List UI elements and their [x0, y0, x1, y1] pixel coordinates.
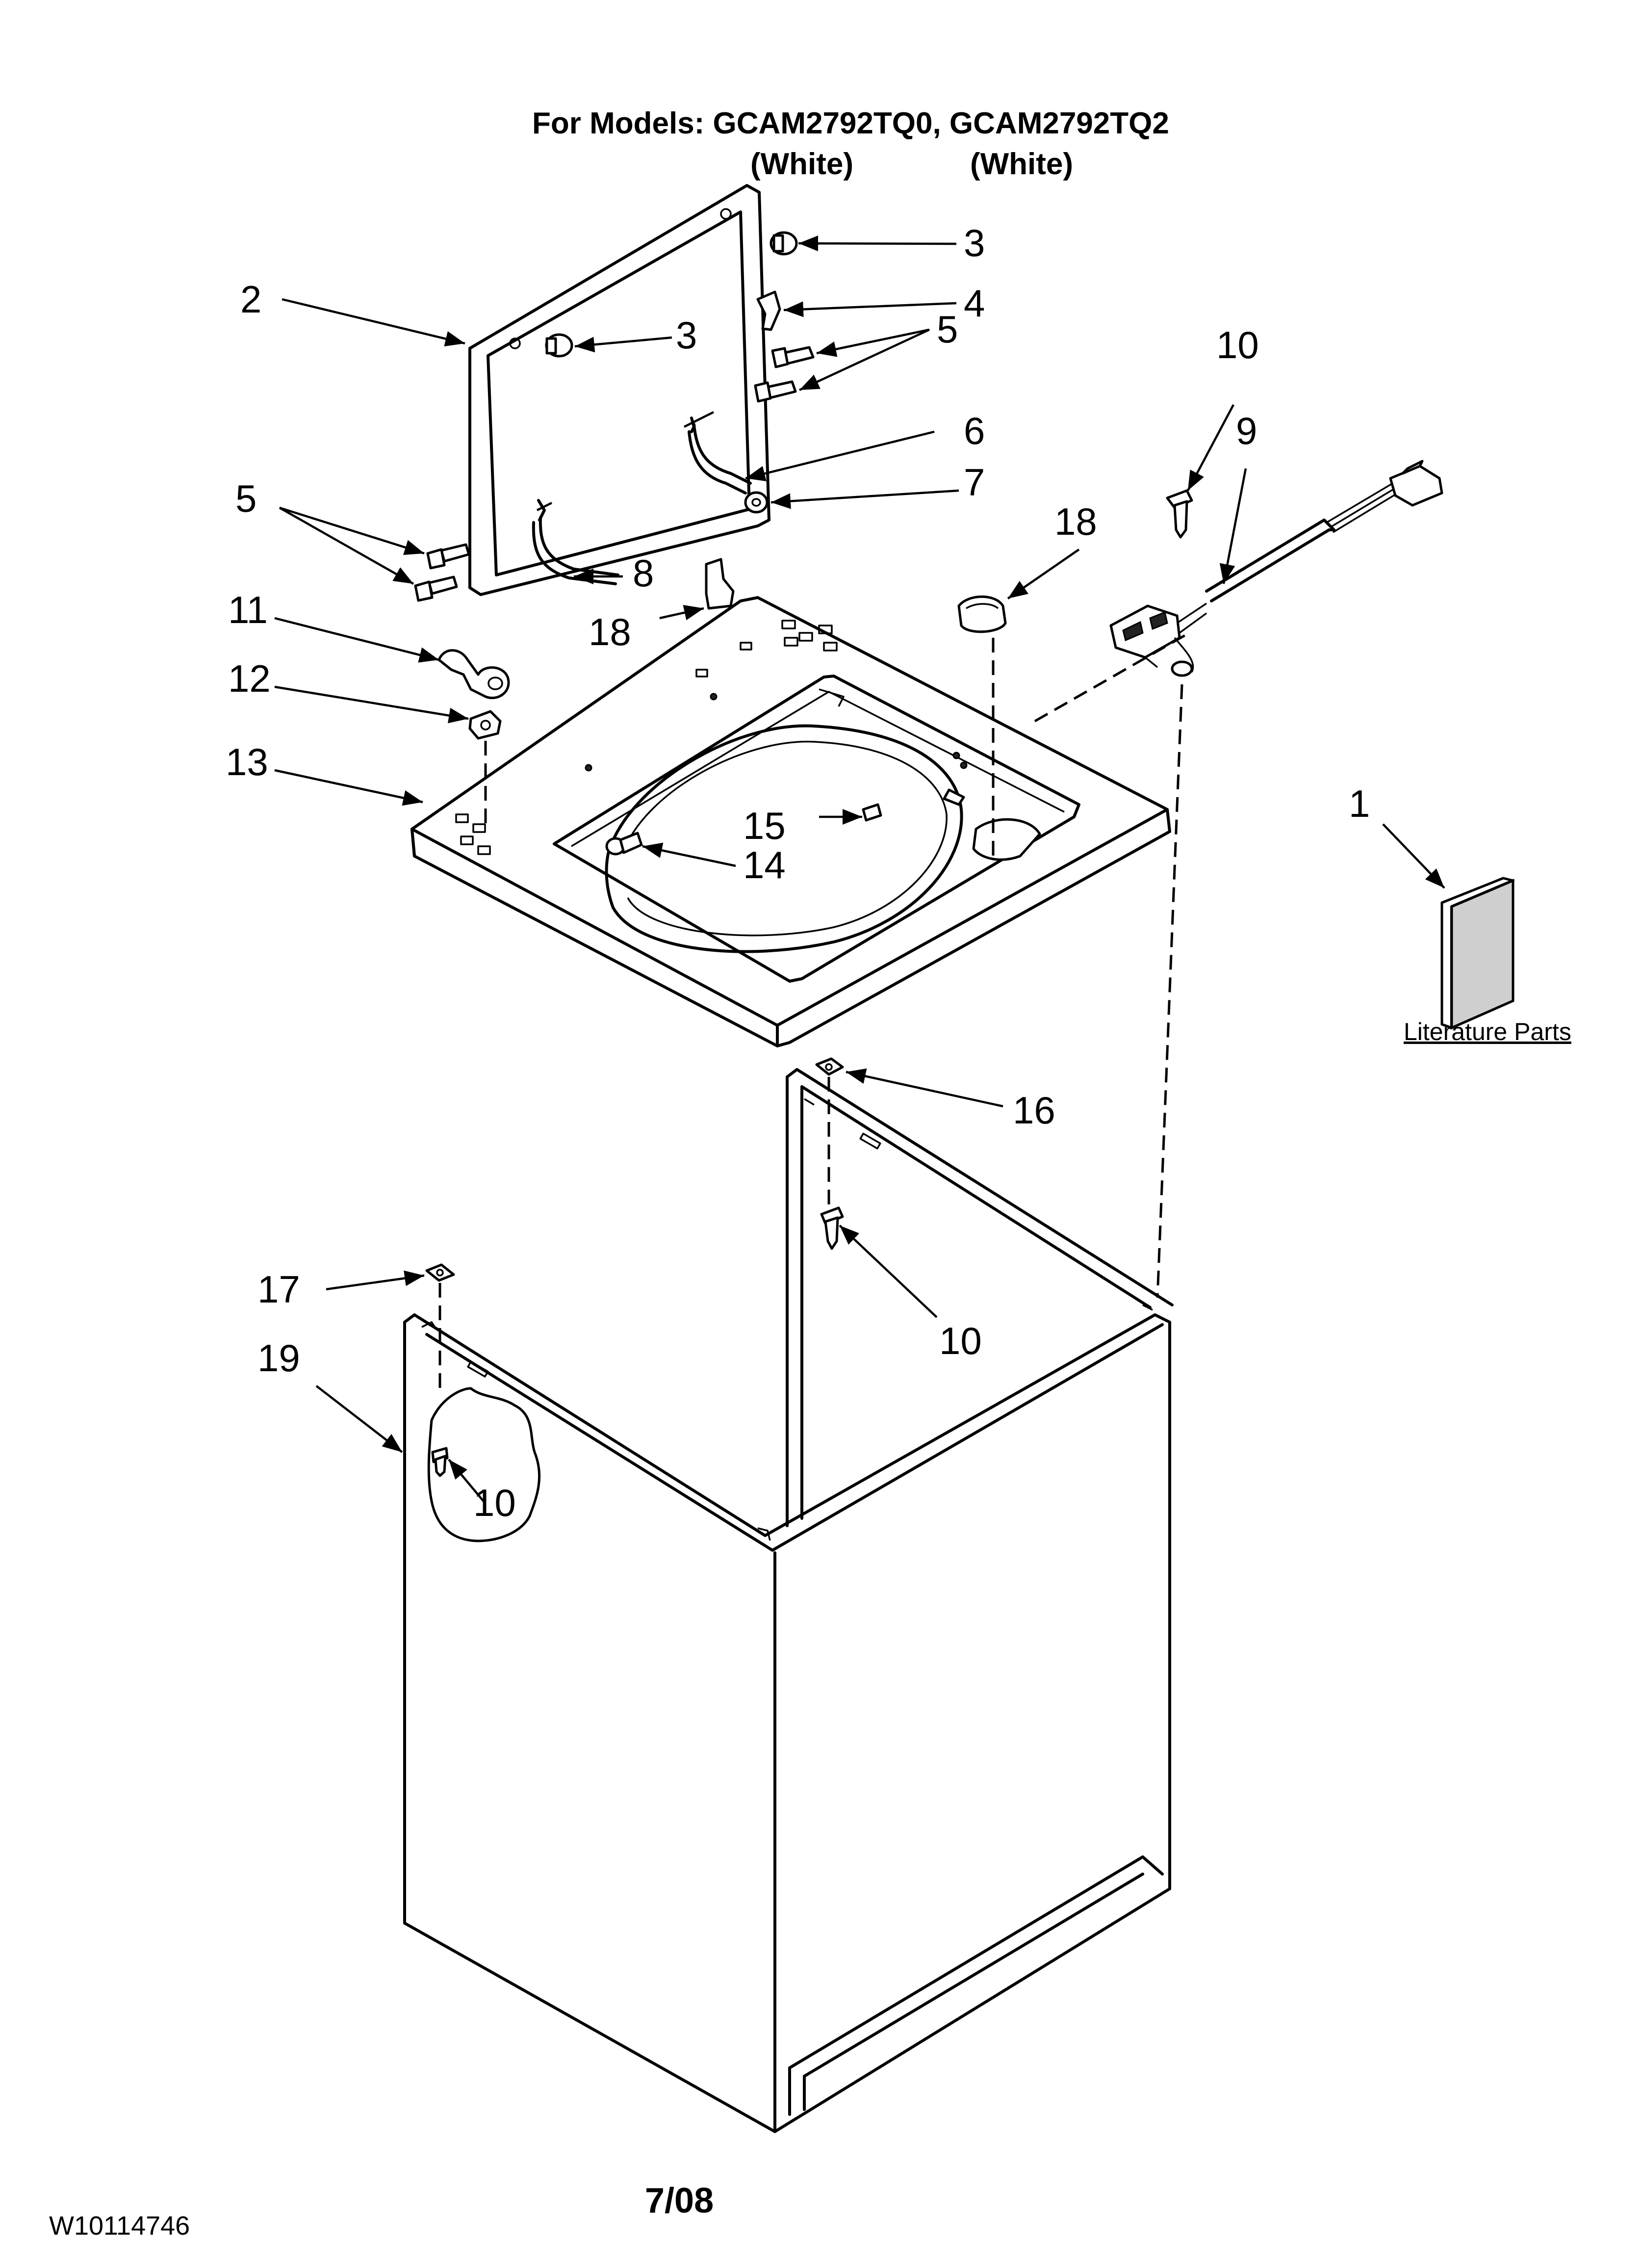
models-header: For Models: GCAM2792TQ0, GCAM2792TQ2 (Wh…: [532, 106, 1169, 181]
top-panel: [410, 596, 1171, 1047]
cabinet-hardware: [425, 1057, 844, 1282]
callout-11: 11: [228, 588, 268, 631]
callout-15: 15: [743, 804, 786, 847]
callout-10-top: 10: [1216, 323, 1259, 366]
revision-date: 7/08: [645, 2181, 714, 2220]
callout-4: 4: [964, 282, 985, 325]
callout-numbers: 3 2 3 4 5 6 7 8 5 10 9 18 18 11 12 13 15…: [226, 221, 1370, 1524]
model-color-1: (White): [750, 147, 853, 181]
callout-8: 8: [633, 551, 654, 595]
model-color-2: (White): [970, 147, 1073, 181]
document-number: W10114746: [49, 2211, 190, 2241]
callout-18-right: 16: [1013, 1089, 1055, 1132]
callout-17: 18: [589, 610, 631, 653]
callout-12: 12: [228, 657, 271, 700]
footer: W10114746 7/08: [49, 2181, 714, 2241]
top-panel-parts: [437, 460, 1443, 740]
cabinet: [403, 1068, 1174, 2133]
literature-book: [1440, 877, 1514, 1030]
callout-5-left: 5: [235, 477, 257, 520]
callout-3-upper: 3: [964, 221, 985, 264]
callout-13: 13: [226, 740, 268, 783]
callout-10-cutaway: 10: [473, 1481, 516, 1524]
callout-18-left: 17: [257, 1268, 300, 1311]
lid-hardware: [414, 231, 815, 602]
callout-10-middle: 10: [939, 1319, 982, 1362]
callout-16: 18: [1054, 500, 1097, 543]
assembly-lines: [438, 631, 1190, 1388]
callout-5-right: 5: [937, 308, 958, 351]
callout-9: 9: [1236, 409, 1257, 452]
literature-parts-label: Literature Parts: [1404, 1018, 1571, 1045]
callout-leaders: [274, 235, 1445, 1505]
callout-2: 2: [240, 278, 261, 321]
callout-19: 19: [257, 1336, 300, 1380]
callout-14: 14: [743, 843, 786, 886]
callout-7: 7: [964, 461, 985, 504]
callout-3-lower: 3: [676, 313, 697, 357]
callout-6: 6: [964, 409, 985, 452]
models-line: For Models: GCAM2792TQ0, GCAM2792TQ2: [532, 106, 1169, 140]
lid-frame: [468, 184, 770, 596]
callout-1: 1: [1349, 782, 1370, 825]
